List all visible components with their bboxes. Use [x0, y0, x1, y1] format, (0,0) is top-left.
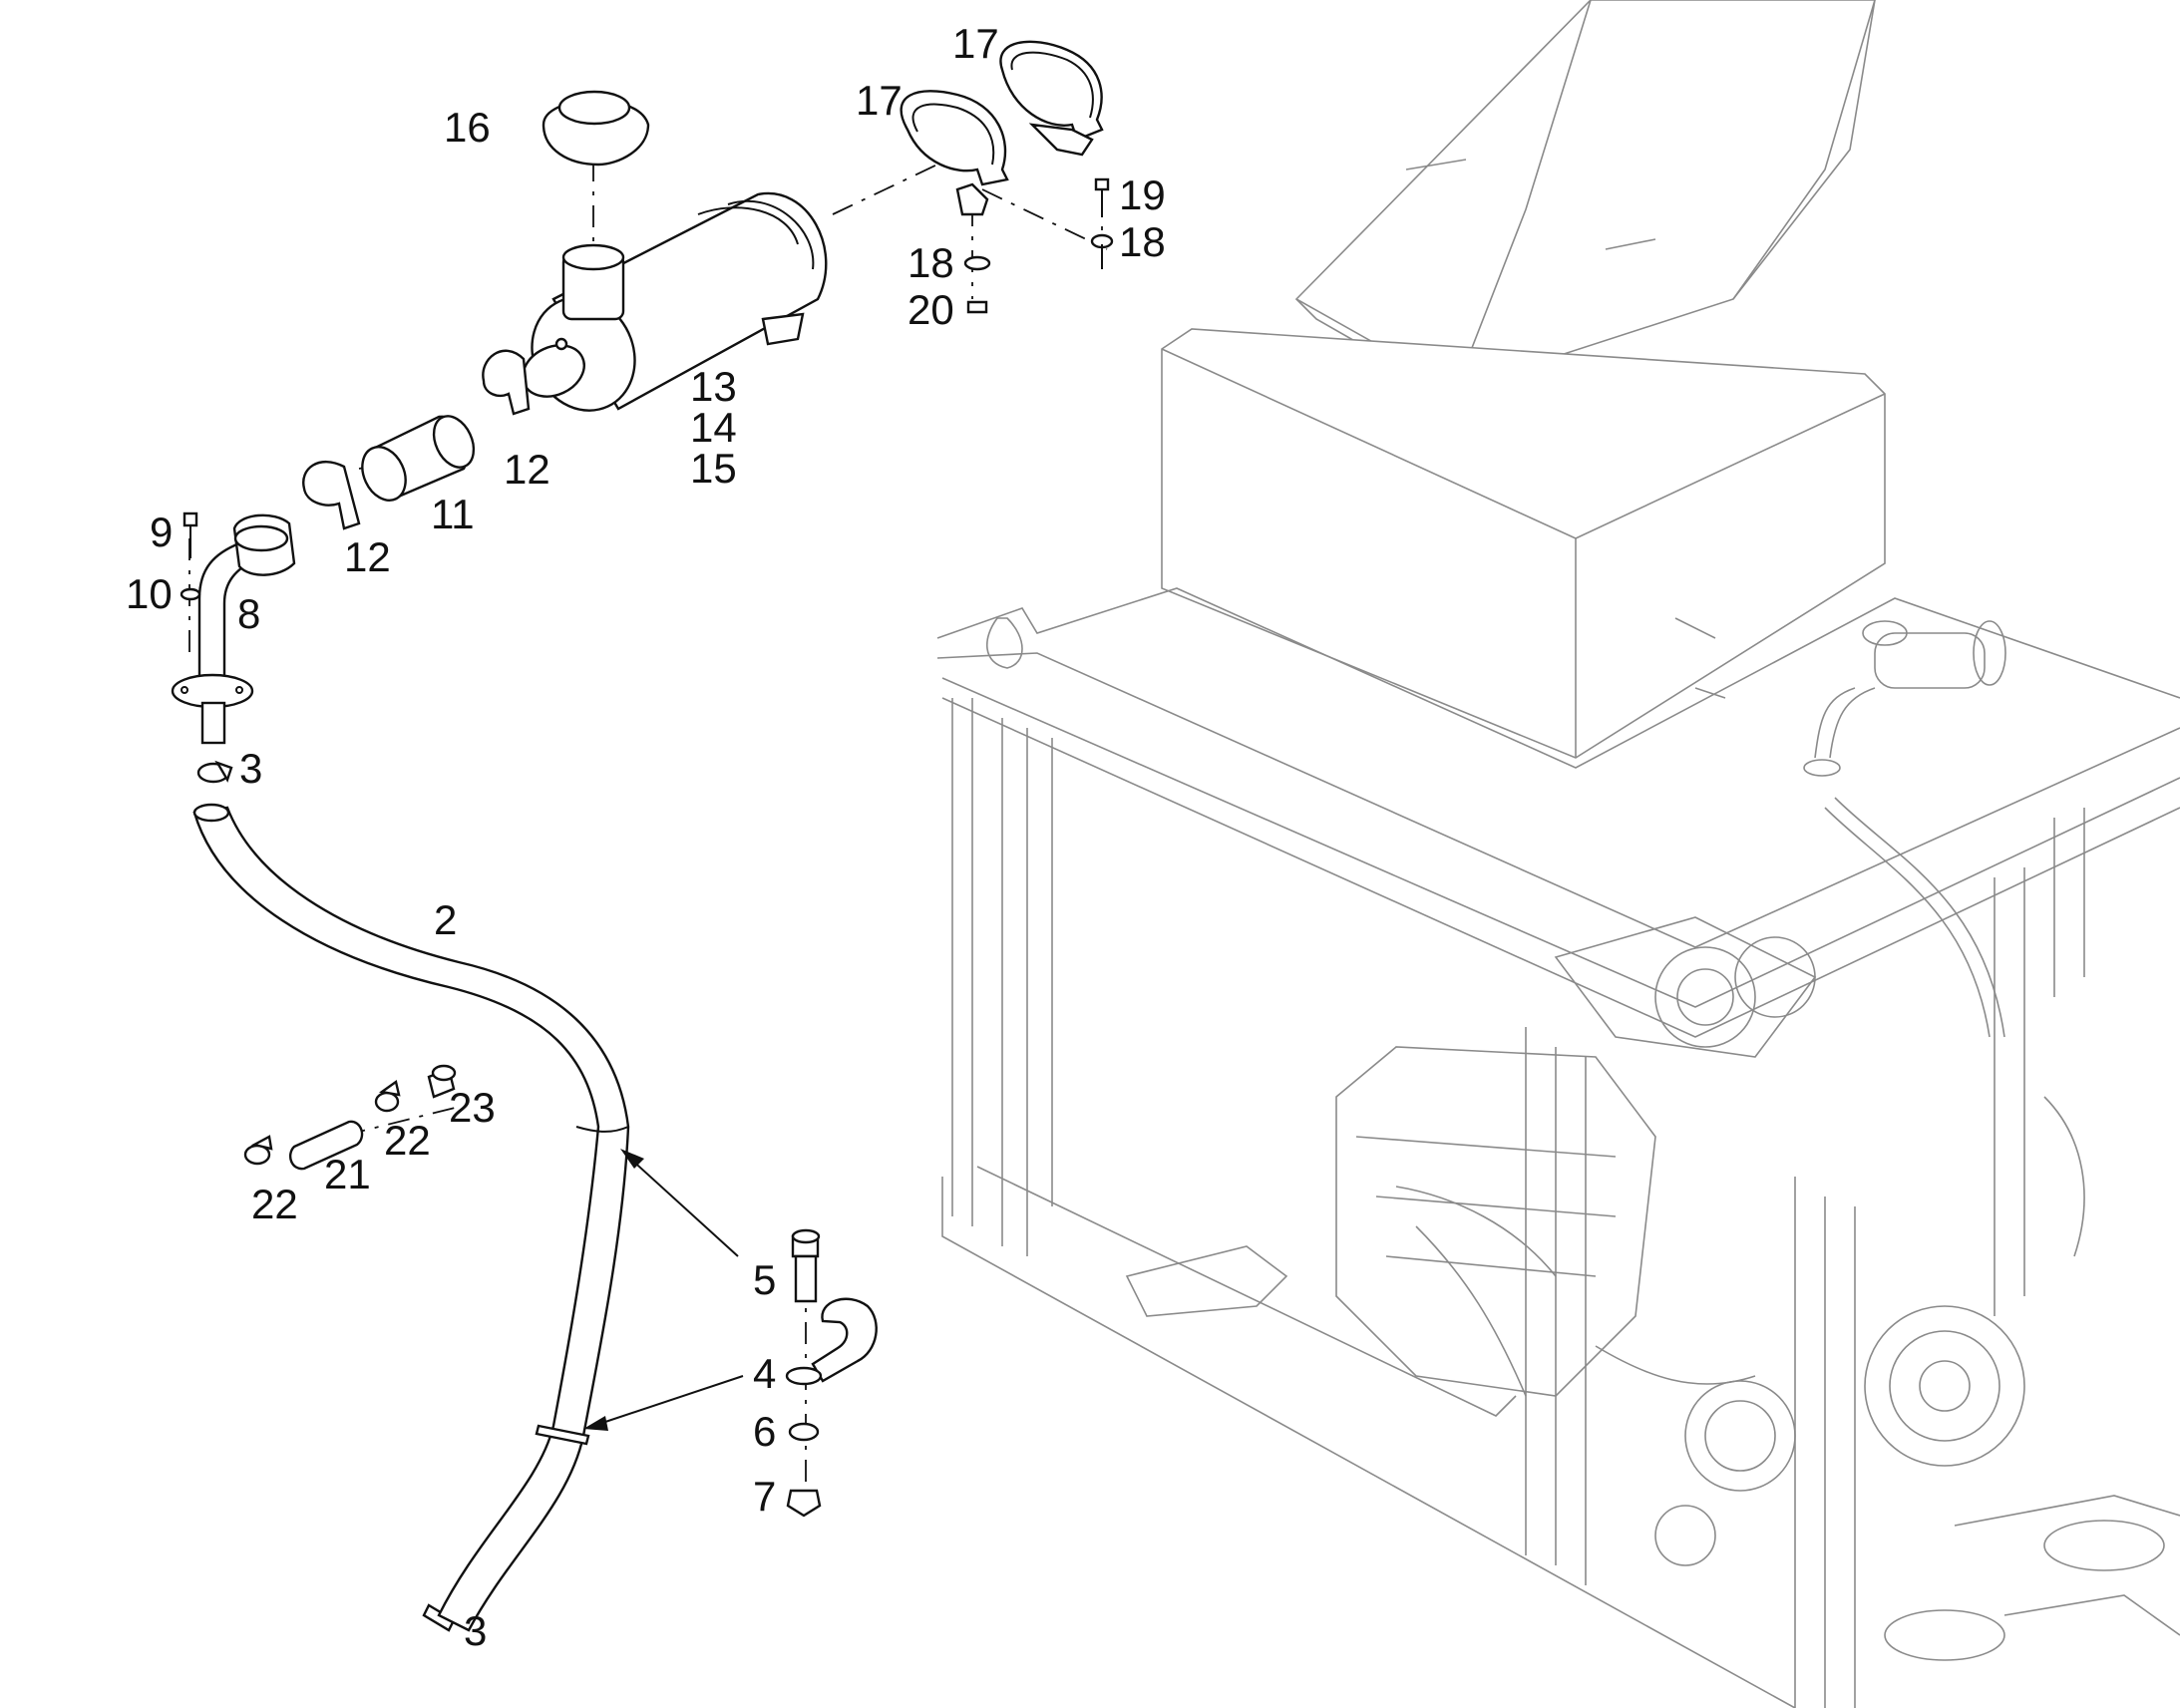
callout-19: 19 [1119, 171, 1166, 218]
callout-22: 22 [251, 1181, 298, 1227]
callout-2: 2 [434, 896, 457, 943]
callout-labels: 2 3 3 4 5 6 7 8 9 10 11 12 12 13 14 15 1… [126, 20, 1166, 1654]
intake-hose [192, 803, 630, 1632]
callout-8: 8 [237, 590, 260, 637]
callout-22: 22 [384, 1117, 431, 1164]
air-filter-housing [522, 191, 828, 412]
callout-18: 18 [1119, 218, 1166, 265]
elbow-pipe [171, 513, 296, 745]
callout-16: 16 [444, 104, 491, 151]
callout-17: 17 [856, 77, 903, 124]
connector-sleeve [361, 415, 476, 502]
callout-5: 5 [753, 1256, 776, 1303]
callout-15: 15 [690, 445, 737, 492]
callout-3: 3 [239, 745, 262, 792]
callout-21: 21 [324, 1151, 371, 1197]
precleaner-cap [542, 90, 650, 167]
callout-17: 17 [952, 20, 999, 67]
hose-nipple-set [243, 1064, 457, 1171]
callout-9: 9 [150, 509, 173, 555]
callout-18: 18 [908, 239, 954, 286]
callout-10: 10 [126, 570, 173, 617]
mounting-band [900, 40, 1104, 216]
callout-14: 14 [690, 404, 737, 451]
mounting-hardware [963, 177, 1114, 314]
clamp-set [785, 1228, 878, 1518]
screw-and-washer [180, 512, 201, 601]
callout-4: 4 [753, 1350, 776, 1397]
callout-7: 7 [753, 1473, 776, 1520]
clamp-band [302, 349, 531, 530]
callout-13: 13 [690, 363, 737, 410]
callout-6: 6 [753, 1408, 776, 1455]
callout-12: 12 [504, 446, 550, 493]
callout-11: 11 [431, 491, 475, 537]
callout-3: 3 [464, 1607, 487, 1654]
leader-arrows [583, 244, 1103, 1431]
callout-23: 23 [449, 1084, 496, 1131]
callout-12: 12 [344, 533, 391, 580]
engine-frame-assembly [936, 0, 2180, 1708]
callout-20: 20 [908, 286, 954, 333]
